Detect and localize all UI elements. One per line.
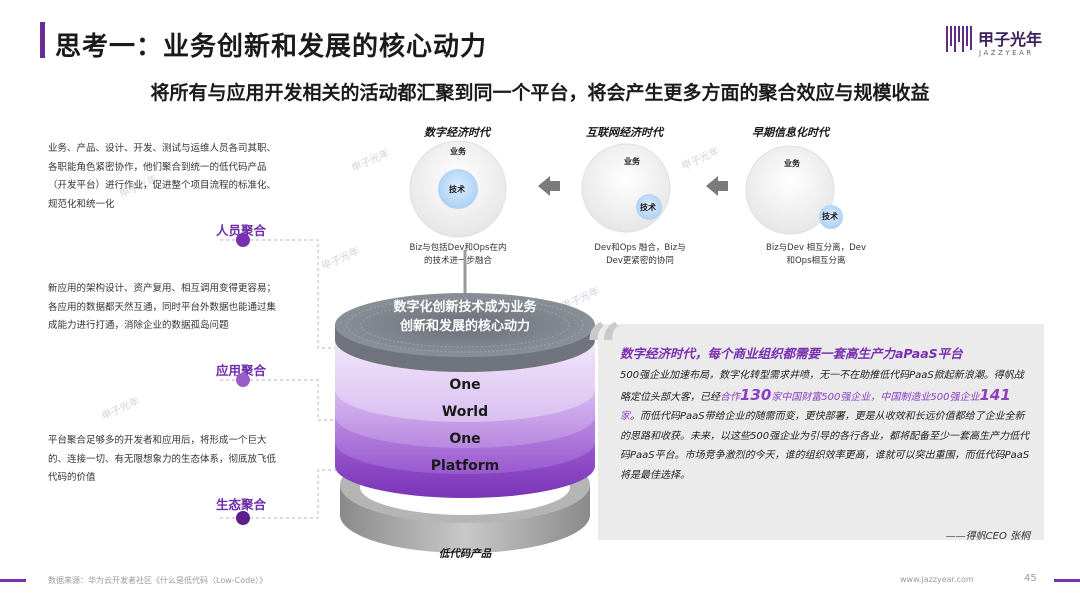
title-accent-bar	[40, 22, 45, 58]
people-dot	[236, 233, 250, 247]
app-aggregation-text: 新应用的架构设计、资产复用、相互调用变得更容易；各应用的数据都天然互通，同时平台…	[48, 283, 277, 331]
ecosystem-aggregation-text: 平台聚合足够多的开发者和应用后，将形成一个巨大的、连接一切、有无限想象力的生态体…	[48, 435, 277, 483]
internet-era-outer-label: 业务	[624, 157, 640, 166]
internet-era-title: 互联网经济时代	[586, 126, 663, 139]
ecosystem-aggregation-label: 生态聚合	[216, 497, 267, 512]
app-aggregation-label: 应用聚合	[216, 363, 267, 378]
logo-subtext: JAZZYEAR	[979, 49, 1034, 57]
app-dot	[236, 373, 250, 387]
early-info-era-outer-label: 业务	[784, 159, 800, 168]
slogan-world: World	[441, 404, 489, 420]
digital-era-desc: Biz与包括Dev和Ops在内的技术进一步融合	[409, 243, 507, 266]
eras-diagram	[409, 140, 843, 238]
page-subtitle: 将所有与应用开发相关的活动都汇聚到同一个平台，将会产生更多方面的聚合效应与规模收…	[150, 82, 930, 104]
page-title: 思考一：业务创新和发展的核心动力	[55, 32, 488, 62]
people-aggregation-text: 业务、产品、设计、开发、测试与运维人员各司其职、各职能角色紧密协作，他们聚合到统…	[48, 143, 277, 210]
early-info-era-inner-label: 技术	[822, 212, 838, 221]
footer-accent-right	[1054, 579, 1080, 582]
jazzyear-logo-icon	[946, 26, 972, 52]
footer-url: www.jazzyear.com	[900, 575, 974, 584]
internet-era-inner-circle	[636, 194, 662, 220]
quote-headline: 数字经济时代，每个商业组织都需要一套高生产力aPaaS平台	[620, 346, 963, 361]
logo-text: 甲子光年	[978, 30, 1043, 49]
digital-era-inner-label: 技术	[449, 185, 465, 194]
footer-accent-left	[0, 579, 26, 582]
footer-source: 数据来源：华为云开发者社区《什么是低代码（Low-Code）》	[48, 576, 268, 585]
early-info-era-outer-circle	[745, 145, 835, 235]
ecosystem-dot	[236, 511, 250, 525]
digital-era-inner-circle	[438, 169, 478, 209]
quote-mark-icon: “	[585, 310, 622, 385]
people-aggregation-label: 人员聚合	[216, 223, 267, 238]
quote-author: ——得帆CEO 张桐	[945, 531, 1030, 542]
slogan-platform: Platform	[430, 458, 500, 474]
core-driver-text: 数字化创新技术成为业务 创新和发展的核心动力	[393, 300, 537, 334]
early-info-era-inner-circle	[819, 205, 843, 229]
early-info-era-title: 早期信息化时代	[752, 126, 829, 139]
page-number: 45	[1024, 573, 1037, 584]
slogan-one-2: One	[449, 431, 481, 447]
low-code-product-label: 低代码产品	[438, 548, 492, 560]
left-arrow-icon	[538, 176, 560, 196]
internet-era-inner-label: 技术	[640, 203, 656, 212]
quote-box	[598, 324, 1044, 540]
left-arrow-icon	[706, 176, 728, 196]
digital-era-outer-label: 业务	[450, 147, 466, 156]
platform-cylinder	[335, 250, 595, 553]
quote-body: 500强企业加速布局，数字化转型需求井喷，无一不在助推低代码PaaS掀起新浪潮。…	[620, 370, 1030, 481]
digital-era-title: 数字经济时代	[424, 126, 490, 139]
slogan-one-1: One	[449, 377, 481, 393]
